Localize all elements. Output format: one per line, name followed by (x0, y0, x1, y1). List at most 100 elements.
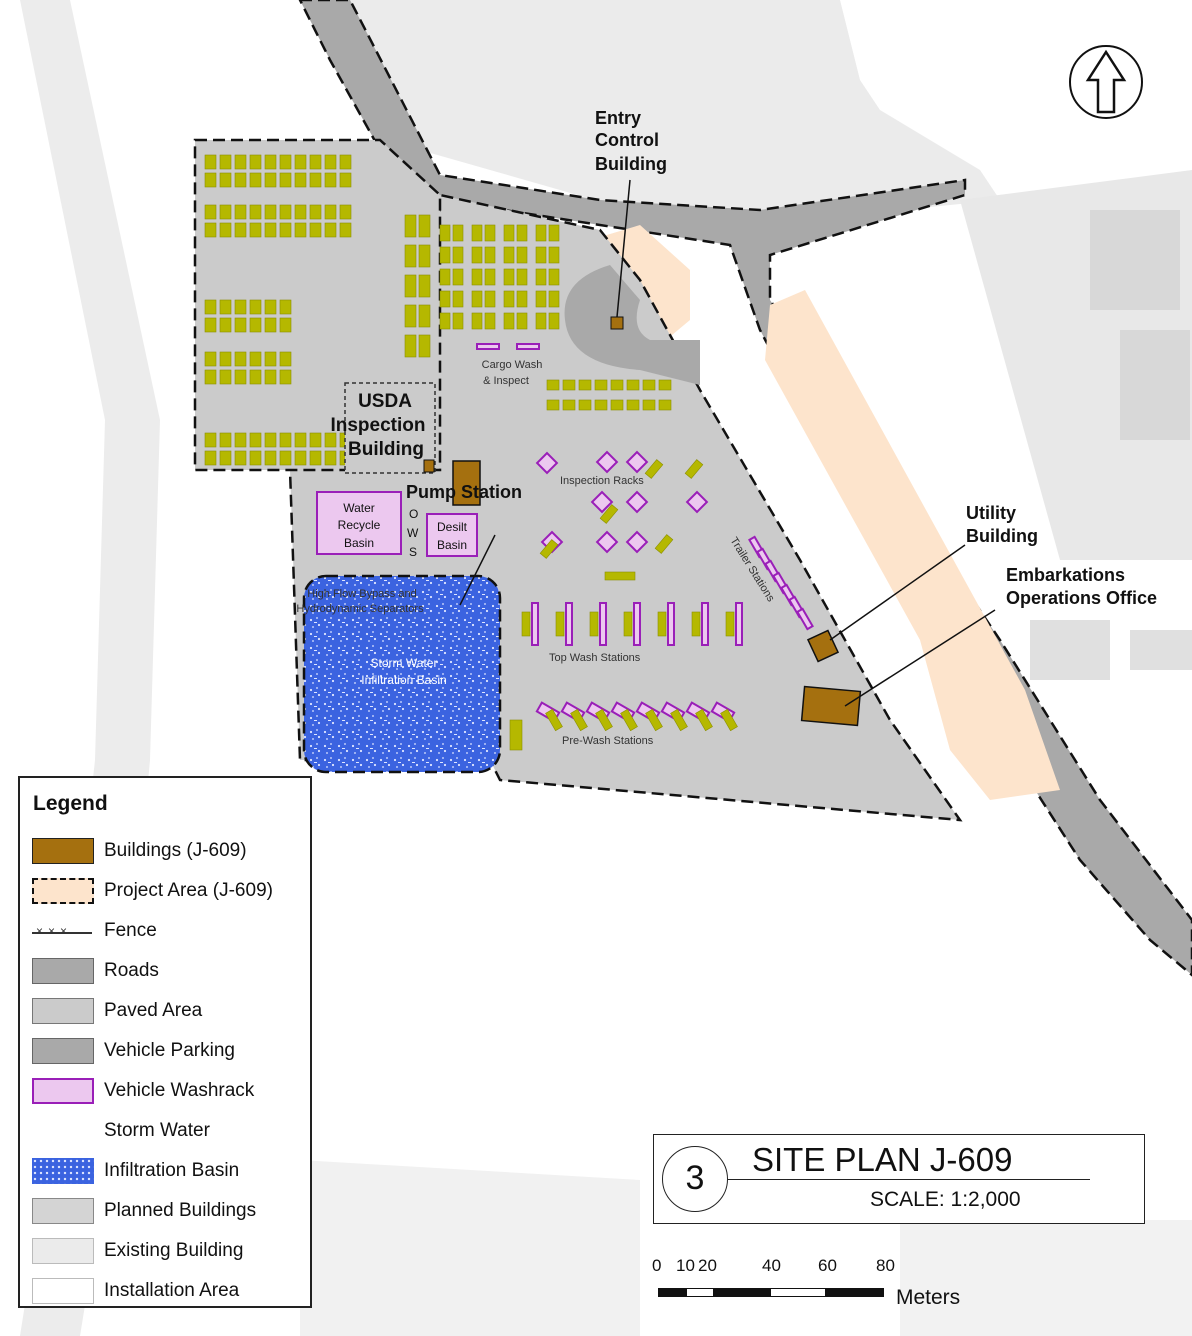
pre-wash-label: Pre-Wash Stations (562, 735, 654, 747)
parking-stall (264, 204, 277, 220)
parking-stall (264, 369, 277, 385)
parking-stall (234, 432, 247, 448)
parking-stall (309, 222, 322, 238)
scale-tick: 40 (762, 1256, 781, 1275)
parking-stall (516, 290, 528, 308)
parking-stall (516, 268, 528, 286)
legend-item: Vehicle Parking (32, 1036, 310, 1066)
parking-stall (219, 222, 232, 238)
north-arrow-icon (1069, 45, 1143, 119)
parking-stall (294, 204, 307, 220)
staged-vehicle (521, 611, 531, 637)
parking-stall (294, 222, 307, 238)
legend-title: Legend (33, 792, 108, 815)
map-legend: Legend Buildings (J-609) Project Area (J-… (18, 776, 312, 1308)
parking-stall (339, 204, 352, 220)
parking-stall (264, 351, 277, 367)
parking-stall (264, 154, 277, 170)
parking-stall (294, 154, 307, 170)
scale-segment (770, 1288, 826, 1297)
parking-stall (219, 299, 232, 315)
legend-label: Paved Area (104, 1000, 203, 1021)
parking-stall (404, 244, 417, 268)
parking-stall (610, 399, 624, 411)
parking-stall (546, 399, 560, 411)
parking-stall (264, 317, 277, 333)
parking-stall (249, 369, 262, 385)
parking-stall (249, 299, 262, 315)
parking-stall (516, 312, 528, 330)
washrack (599, 602, 607, 646)
staged-vehicle (670, 708, 688, 732)
parking-stall (249, 432, 262, 448)
parking-stall (610, 379, 624, 391)
entry-control-loop (564, 265, 700, 385)
legend-item: Installation Area (32, 1276, 310, 1306)
legend-label: Storm Water (104, 1120, 210, 1141)
staged-vehicle (570, 708, 588, 732)
parking-stall (249, 154, 262, 170)
legend-item: Paved Area (32, 996, 310, 1026)
title-underline (728, 1179, 1090, 1180)
parking-stall (439, 246, 451, 264)
parking-stall (418, 274, 431, 298)
parking-stall (658, 399, 672, 411)
parking-stall (279, 154, 292, 170)
legend-item: Vehicle Washrack (32, 1076, 310, 1106)
existing-building-r1 (1090, 210, 1180, 310)
scale-segment (686, 1288, 714, 1297)
parking-stall (484, 268, 496, 286)
legend-swatch-parking (32, 1038, 94, 1064)
existing-building-top (340, 0, 1000, 230)
parking-stall (548, 268, 560, 286)
inspection-racks-label: Inspection Racks (560, 475, 644, 487)
parking-stall (279, 317, 292, 333)
parking-stall (234, 317, 247, 333)
legend-swatch-roads (32, 958, 94, 984)
desilt-basin (426, 513, 478, 557)
water-recycle-basin (316, 491, 402, 555)
storm-water-infiltration-basin (302, 574, 502, 774)
parking-stall (484, 246, 496, 264)
parking-stall (279, 432, 292, 448)
scale-segment (658, 1288, 686, 1297)
scale-tick: 60 (818, 1256, 837, 1275)
parking-stall (219, 450, 232, 466)
parking-stall (204, 450, 217, 466)
parking-stall (264, 450, 277, 466)
entry-control-building (610, 316, 624, 330)
staged-vehicle (599, 504, 619, 524)
parking-stall (339, 172, 352, 188)
parking-stall (249, 351, 262, 367)
staged-vehicle (725, 611, 735, 637)
legend-label: Buildings (J-609) (104, 840, 247, 861)
parking-stall (535, 312, 547, 330)
parking-stall (548, 290, 560, 308)
legend-item: Project Area (J-609) (32, 876, 310, 906)
parking-stall (219, 351, 232, 367)
parking-stall (452, 268, 464, 286)
parking-stall (264, 222, 277, 238)
washrack (476, 343, 500, 350)
parking-stall (234, 172, 247, 188)
parking-stall (249, 172, 262, 188)
staged-vehicle (589, 611, 599, 637)
washrack (625, 530, 649, 554)
parking-stall (503, 224, 515, 242)
parking-stall (324, 222, 337, 238)
washrack (633, 602, 641, 646)
legend-swatch-fence: ××× (32, 924, 92, 938)
parking-stall (594, 379, 608, 391)
washrack (685, 490, 709, 514)
parking-stall (249, 450, 262, 466)
parking-stall (204, 222, 217, 238)
parking-stall (264, 432, 277, 448)
parking-stall (548, 312, 560, 330)
parking-stall (471, 290, 483, 308)
legend-label: Infiltration Basin (104, 1160, 240, 1181)
parking-stall (234, 204, 247, 220)
